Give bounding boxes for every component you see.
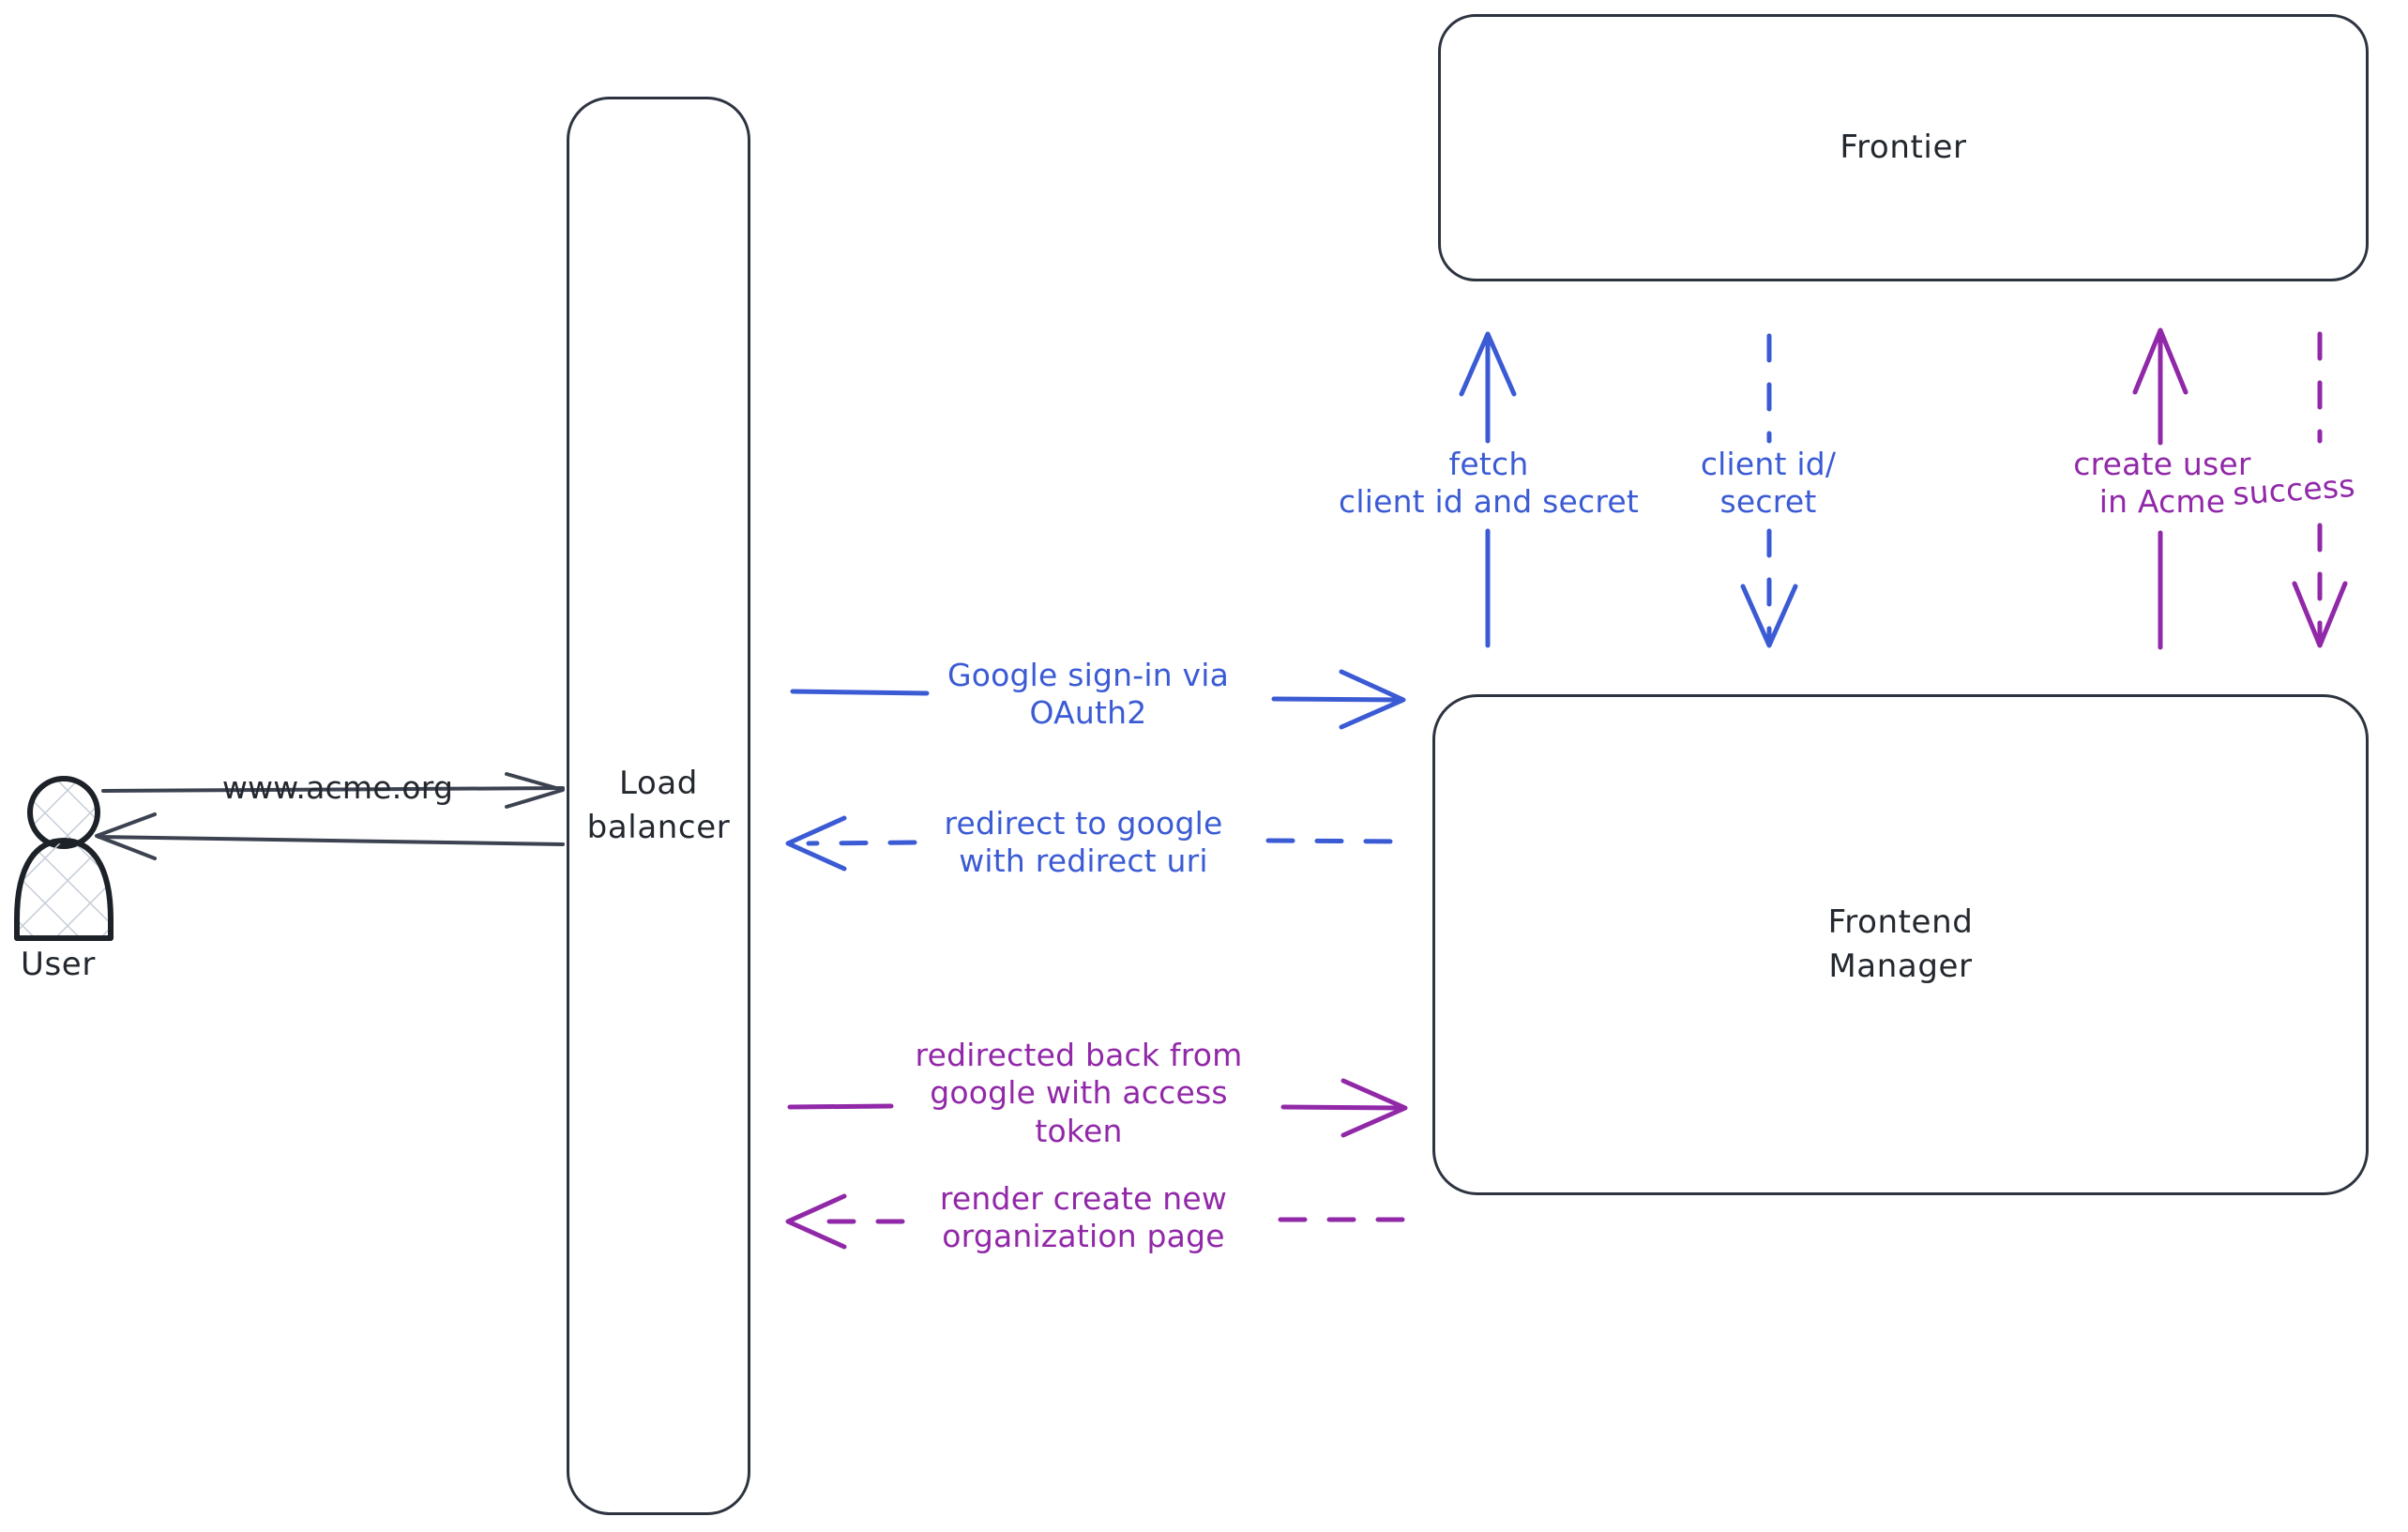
edge-label-fetch-client-id-secret: fetch client id and secret <box>1338 446 1640 521</box>
edge-client-id-secret-response <box>1740 333 1798 648</box>
edge-signin-oauth2 <box>790 669 1406 730</box>
edge-label-client-id-secret: client id/ secret <box>1700 446 1837 521</box>
node-load-balancer-label: Load balancer <box>586 765 731 846</box>
actor-user-label: User <box>21 946 96 983</box>
node-frontend-manager[interactable]: Frontend Manager <box>1432 694 2369 1195</box>
node-load-balancer[interactable]: Load balancer <box>567 97 750 1515</box>
edge-render-create-org-page <box>785 1193 1405 1250</box>
edge-label-create-user-in-acme: create user in Acme <box>2073 446 2251 521</box>
edge-redirect-to-google <box>785 815 1405 872</box>
edge-fetch-client-id-secret <box>1459 331 1517 648</box>
edge-success-response <box>2292 331 2348 648</box>
edge-label-www-acme-org: www.acme.org <box>221 769 454 806</box>
edge-label-redirected-back-token: redirected back from google with access … <box>915 1037 1243 1149</box>
edge-label-render-create-org-page: render create new organization page <box>939 1180 1228 1255</box>
user-actor-icon <box>14 776 114 941</box>
edge-user-to-load-balancer <box>101 772 565 809</box>
edge-label-google-signin-oauth2: Google sign-in via OAuth2 <box>947 657 1230 732</box>
edge-label-redirect-to-google: redirect to google with redirect uri <box>944 805 1223 880</box>
edge-redirected-back-token <box>787 1078 1408 1138</box>
node-frontend-manager-label: Frontend Manager <box>1827 903 1974 985</box>
edge-create-user-in-acme <box>2132 327 2188 650</box>
node-frontier-label: Frontier <box>1840 129 1967 167</box>
node-frontier[interactable]: Frontier <box>1438 14 2369 281</box>
edge-load-balancer-to-user <box>95 812 565 860</box>
